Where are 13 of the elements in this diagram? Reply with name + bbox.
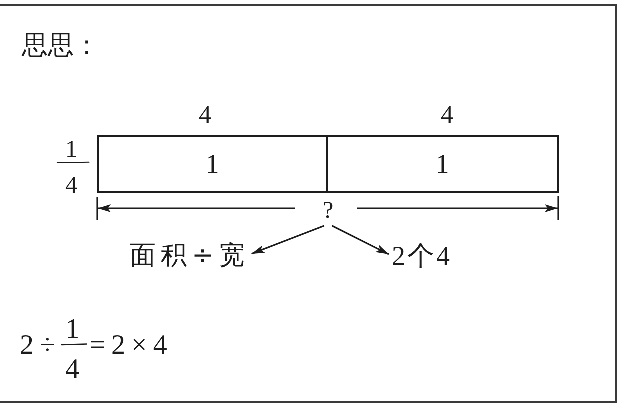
expression-text: 面积÷宽 (130, 243, 250, 269)
expression-text: 2个4 (392, 243, 452, 270)
dimension-label: 1/4 (54, 138, 90, 198)
bar-segment (97, 135, 328, 193)
bar-segment (328, 135, 559, 193)
dimension-label: 4 (199, 103, 212, 128)
segment-number: 1 (206, 150, 220, 178)
heading: 思思： (22, 33, 100, 59)
segment-number: 1 (436, 150, 450, 178)
arrow (252, 225, 325, 255)
dimension-label: 4 (441, 103, 454, 128)
unknown-length: ? (323, 199, 334, 223)
arrow (332, 225, 390, 256)
